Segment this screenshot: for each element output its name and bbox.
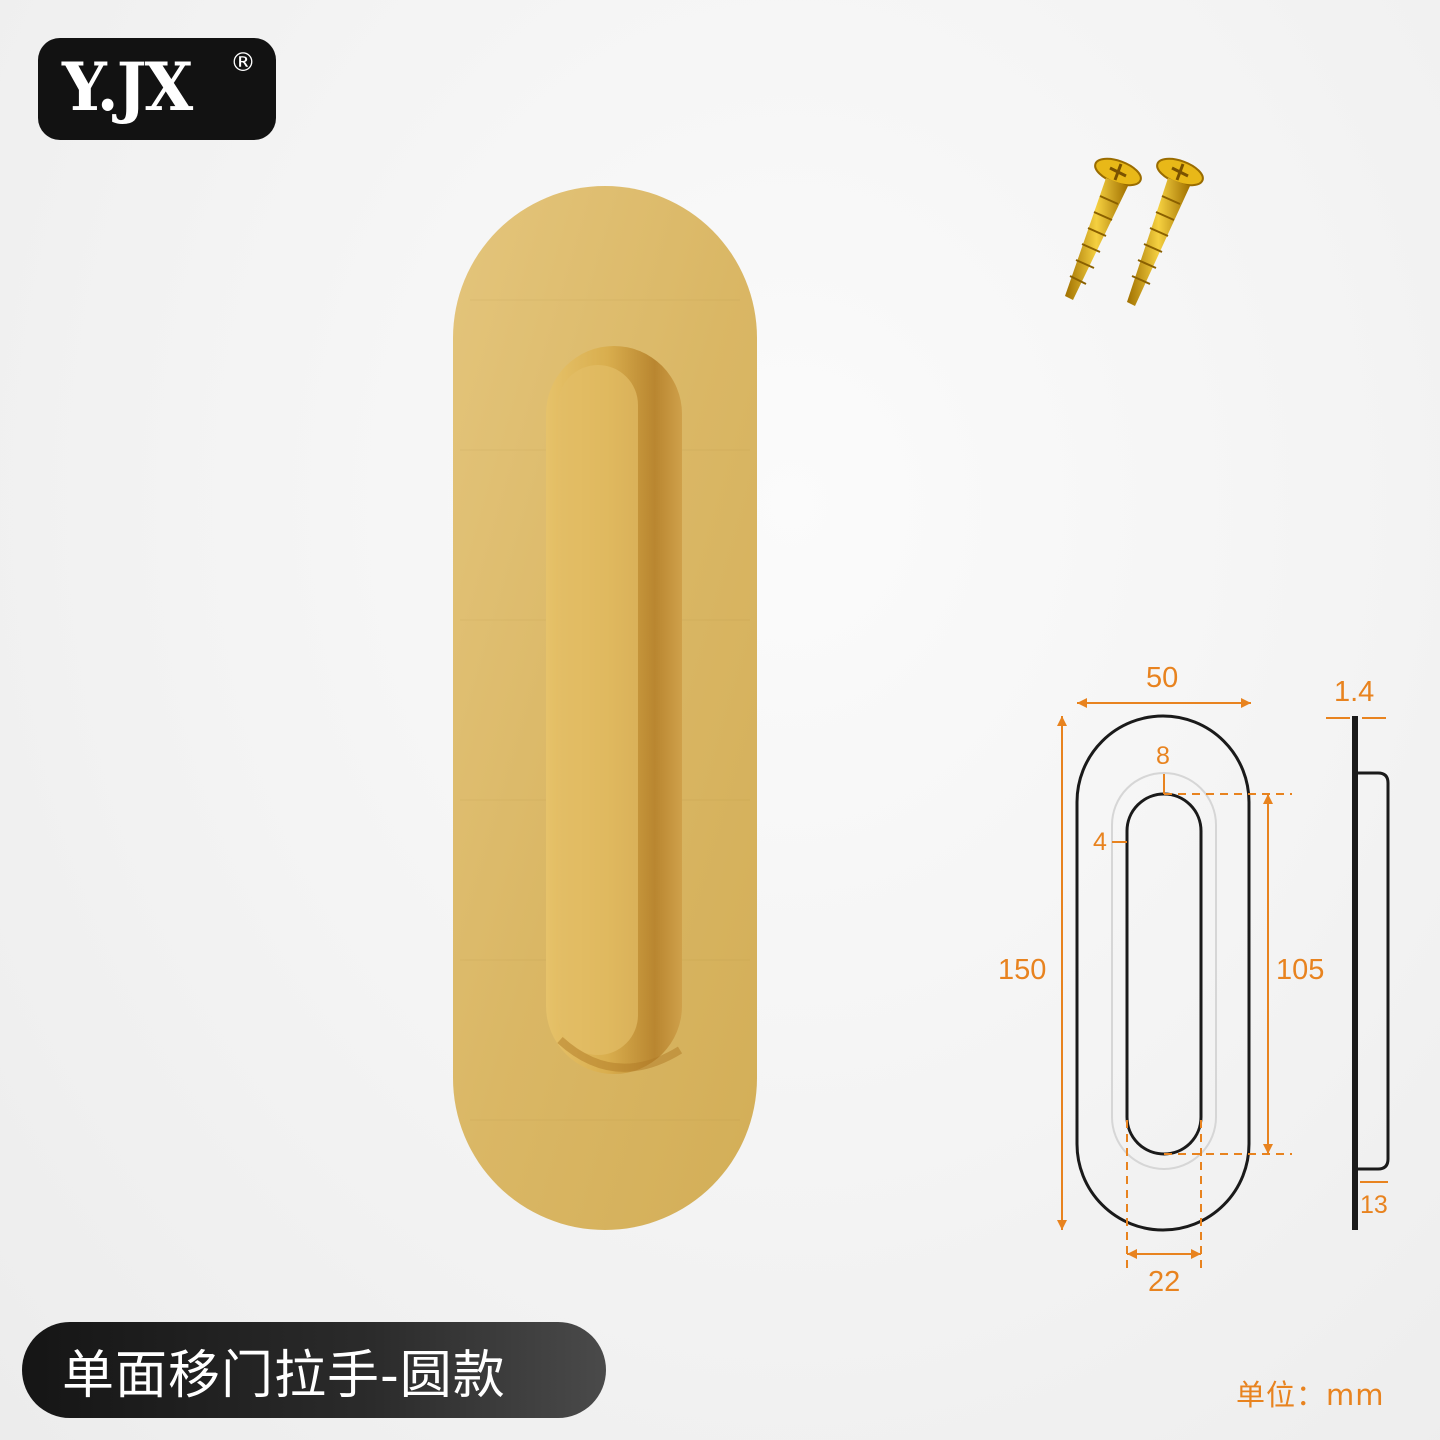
unit-label: 单位：mm [1236,1378,1385,1412]
dim-inner-length: 105 [1276,954,1325,986]
outline-inner [1125,792,1203,1156]
brand-logo-text: Y.JX [62,48,193,126]
screw-right [1127,157,1204,306]
dim-side-gap: 4 [1093,828,1107,856]
dim-rim-gap: 8 [1156,742,1170,770]
brand-logo: Y.JX ® [38,38,276,140]
side-profile-recess [1358,771,1390,1171]
screw-left [1065,157,1142,300]
dim-height: 150 [998,954,1047,986]
dim-width: 50 [1146,662,1179,694]
product-title: 单面移门拉手-圆款 [22,1322,606,1418]
outline-rim [1111,772,1217,1170]
side-profile-plate [1352,716,1358,1230]
registered-mark: ® [230,48,256,78]
dim-inner-width: 22 [1148,1266,1181,1298]
outline-outer [1075,714,1251,1232]
dim-depth: 13 [1360,1191,1388,1219]
product-title-text: 单面移门拉手-圆款 [62,1345,506,1406]
dim-thickness: 1.4 [1334,676,1375,708]
